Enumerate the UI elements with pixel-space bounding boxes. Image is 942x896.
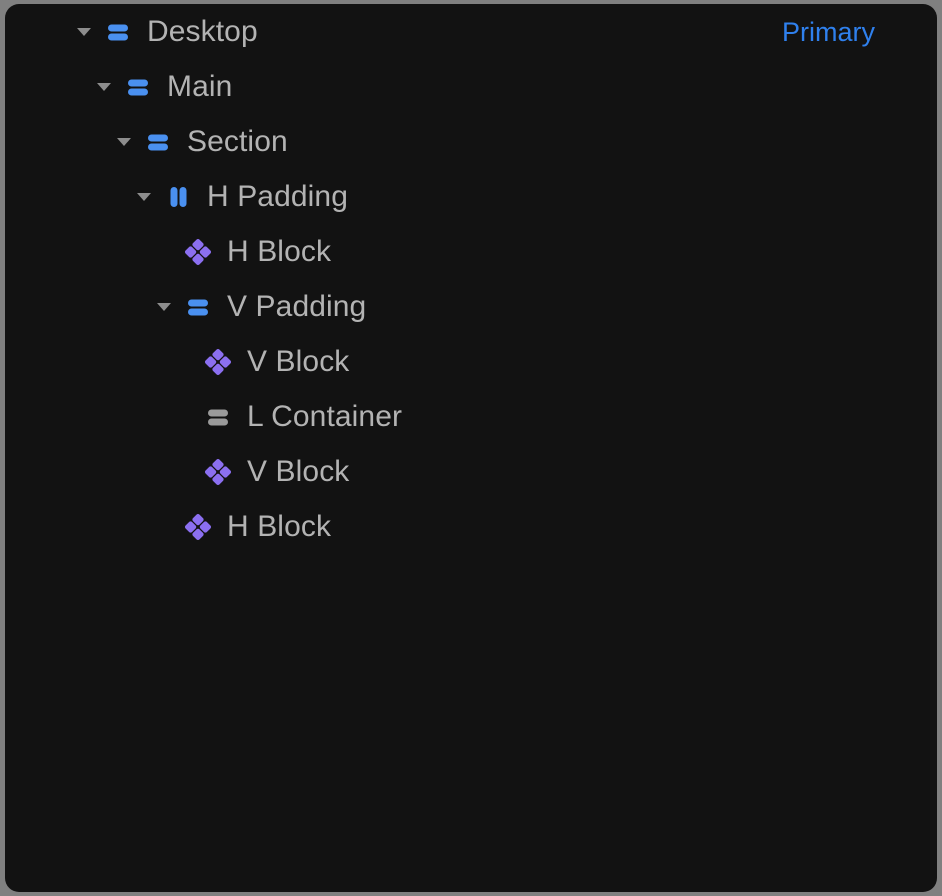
tree-row[interactable]: V Block [5,334,937,389]
caret-placeholder [171,459,197,485]
stack-v-icon [143,127,173,157]
stack-v-icon [203,402,233,432]
chevron-down-icon[interactable] [91,74,117,100]
tree-row-label: V Padding [227,289,367,323]
tree-row-label: H Block [227,234,332,268]
chevron-down-icon[interactable] [131,184,157,210]
tree-row[interactable]: H Block [5,499,937,554]
stack-v-icon [183,292,213,322]
chevron-down-icon[interactable] [111,129,137,155]
primary-badge[interactable]: Primary [782,16,875,47]
indent-spacer [5,31,71,32]
block-diamond-icon [203,457,233,487]
chevron-down-icon[interactable] [151,294,177,320]
indent-spacer [5,86,91,87]
indent-spacer [5,361,171,362]
tree-row-label: Section [187,124,288,158]
indent-spacer [5,416,171,417]
caret-placeholder [151,239,177,265]
tree-row[interactable]: V Padding [5,279,937,334]
indent-spacer [5,306,151,307]
tree-row-label: Main [167,69,233,103]
tree-row-label: H Padding [207,179,348,213]
chevron-down-icon[interactable] [71,19,97,45]
indent-spacer [5,251,151,252]
tree-row[interactable]: V Block [5,444,937,499]
tree-row-label: Desktop [147,14,258,48]
indent-spacer [5,141,111,142]
tree-row-label: V Block [247,344,350,378]
tree-row[interactable]: Section [5,114,937,169]
caret-placeholder [151,514,177,540]
stack-v-icon [103,17,133,47]
block-diamond-icon [183,512,213,542]
indent-spacer [5,526,151,527]
tree-row[interactable]: H Block [5,224,937,279]
block-diamond-icon [203,347,233,377]
tree-row-label: H Block [227,509,332,543]
block-diamond-icon [183,237,213,267]
indent-spacer [5,196,131,197]
tree-row-label: L Container [247,399,403,433]
caret-placeholder [171,349,197,375]
indent-spacer [5,471,171,472]
stack-v-icon [123,72,153,102]
tree-row[interactable]: H Padding [5,169,937,224]
stack-h-icon [163,182,193,212]
tree-row[interactable]: Main [5,59,937,114]
tree-row-label: V Block [247,454,350,488]
tree-row[interactable]: L Container [5,389,937,444]
tree-row[interactable]: Desktop Primary [5,4,937,59]
caret-placeholder [171,404,197,430]
